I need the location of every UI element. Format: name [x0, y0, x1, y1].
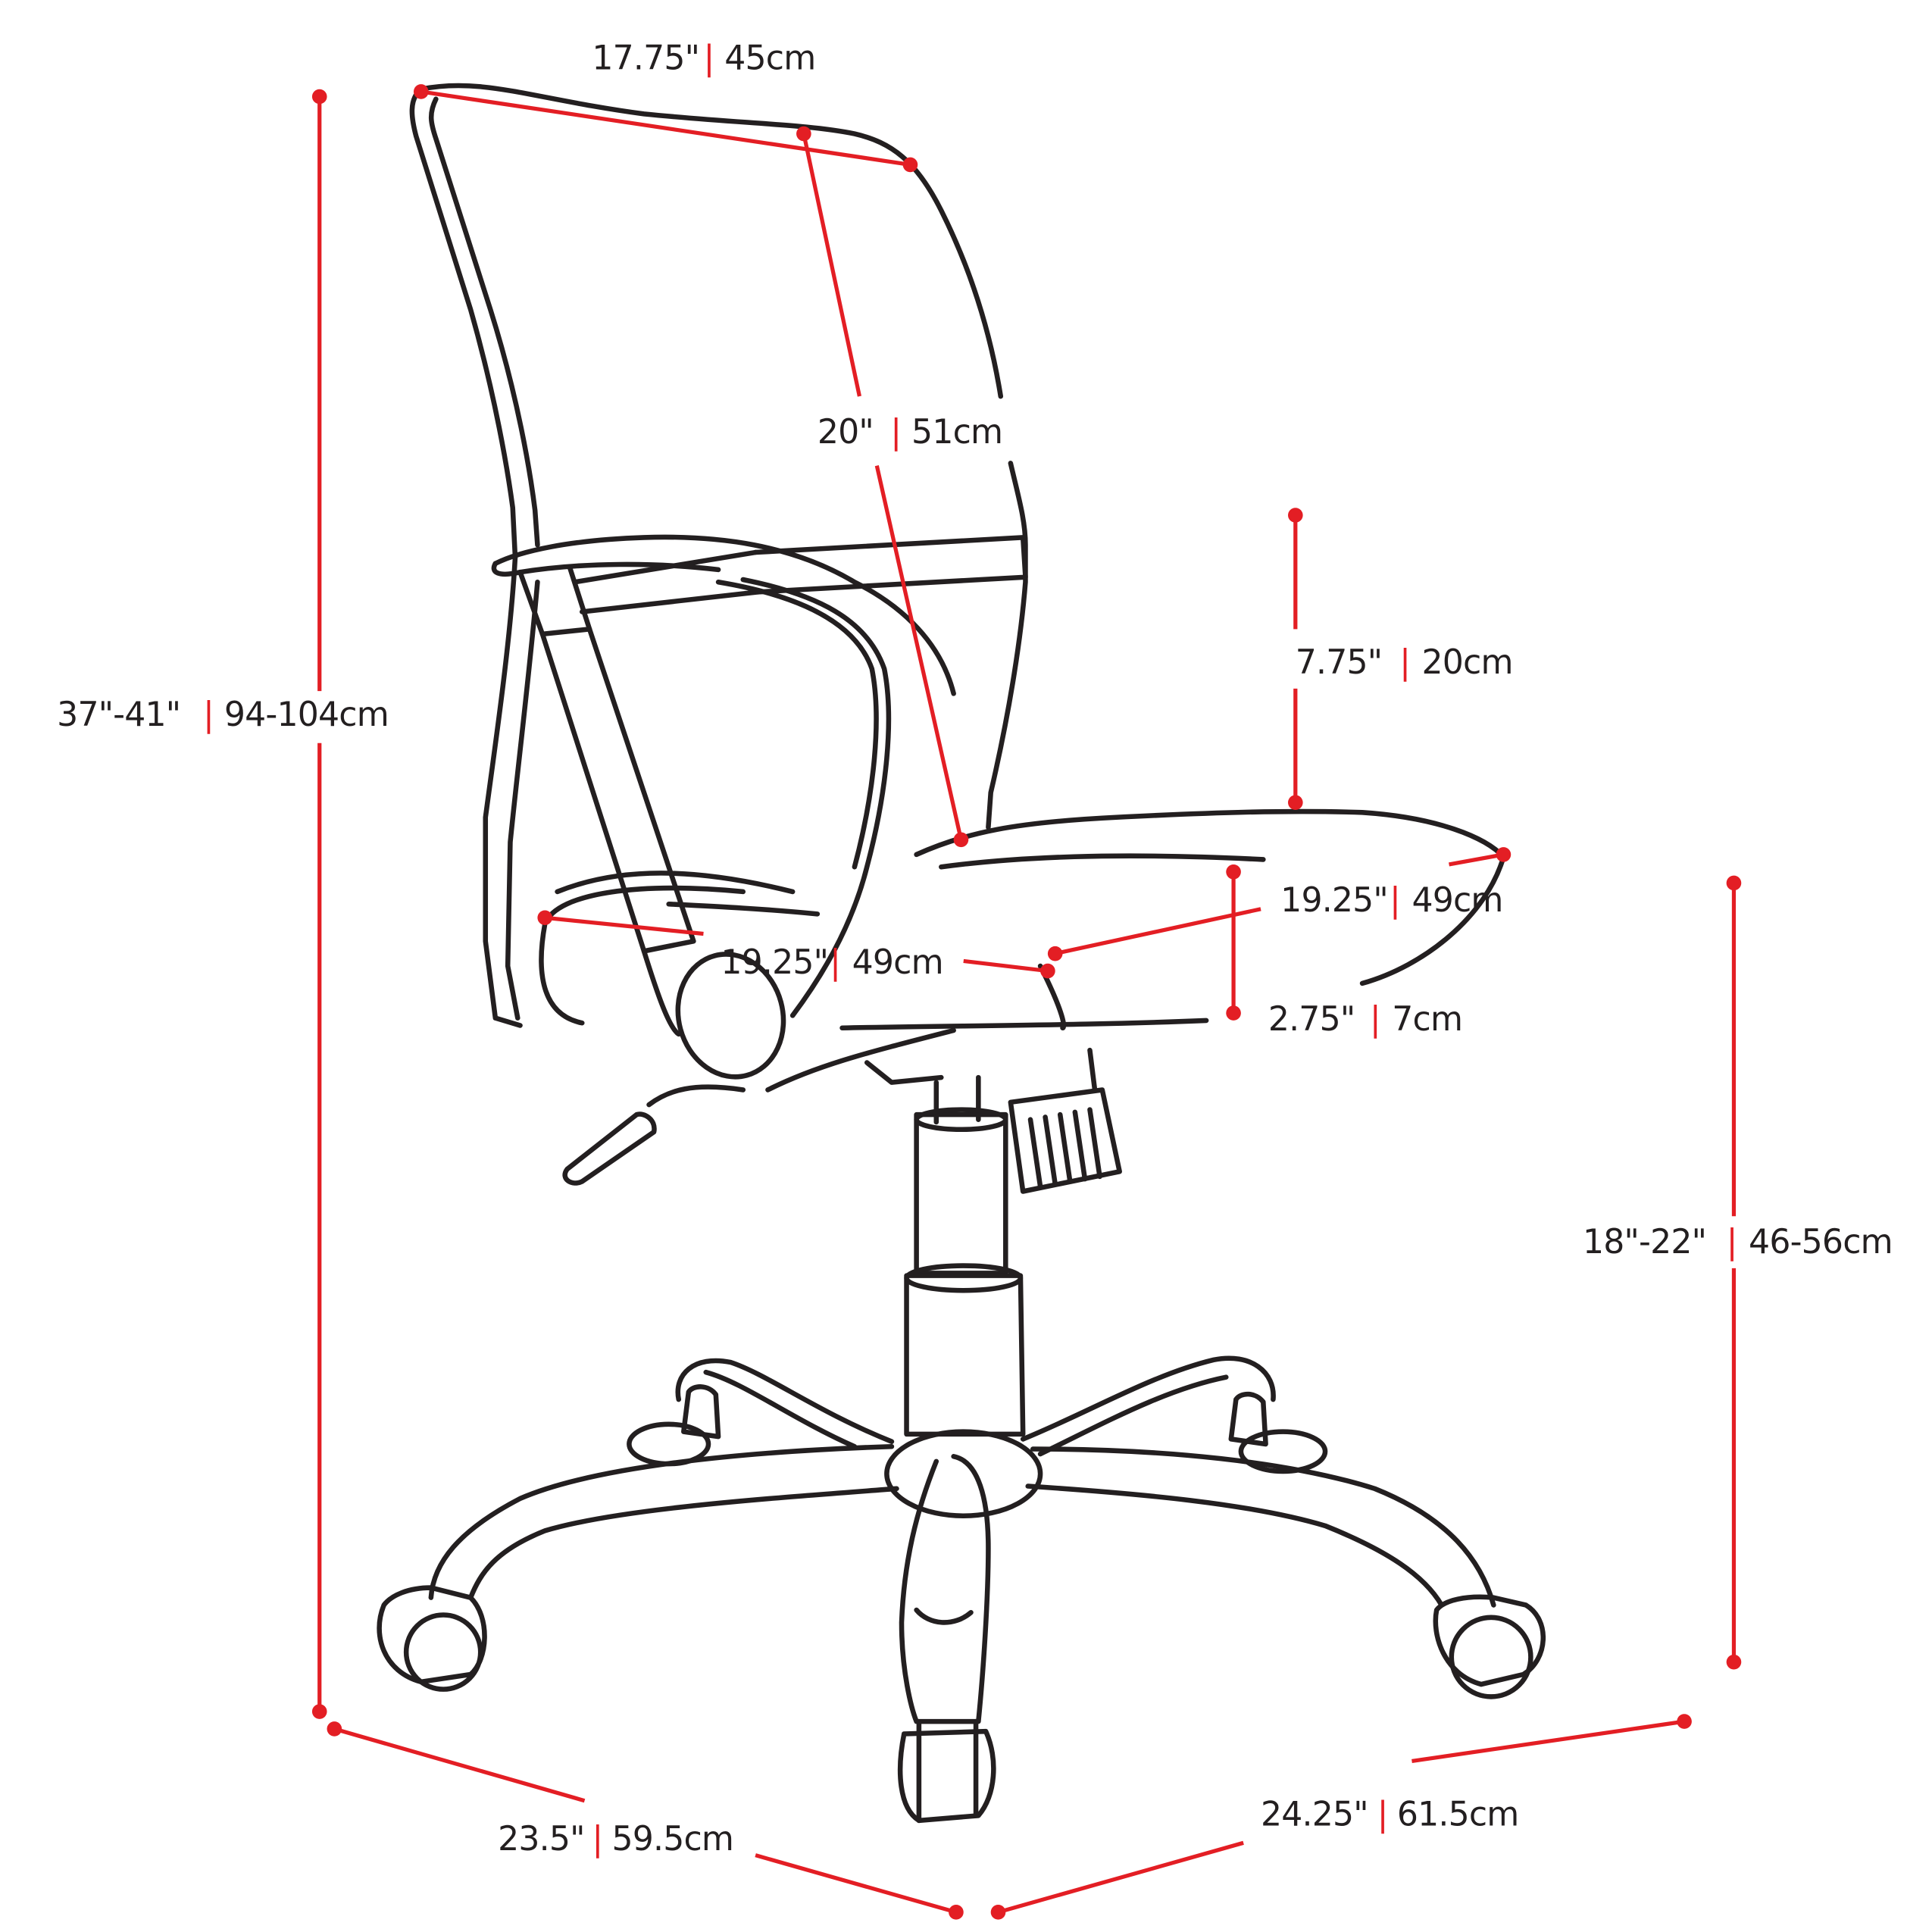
base-leg-front-right: [1030, 1446, 1496, 1608]
svg-text:|: |: [1399, 643, 1411, 682]
svg-text:|: |: [1727, 1223, 1738, 1261]
label-base-width: 24.25" | 61.5cm: [1261, 1795, 1519, 1834]
svg-text:|: |: [592, 1820, 603, 1859]
svg-text:|: |: [1390, 881, 1401, 920]
backrest-frame: [409, 86, 518, 560]
svg-text:46-56cm: 46-56cm: [1749, 1223, 1893, 1261]
svg-text:45cm: 45cm: [724, 39, 815, 78]
base-leg-front-left: [428, 1443, 895, 1600]
svg-text:18"-22": 18"-22": [1583, 1223, 1706, 1261]
svg-text:2.75": 2.75": [1268, 1000, 1355, 1039]
label-seat-width: 19.25" | 49cm: [1280, 881, 1503, 920]
svg-text:|: |: [890, 413, 902, 452]
label-backrest-height: 20" | 51cm: [818, 413, 1003, 452]
tilt-lever: [646, 1084, 746, 1108]
gas-cylinder: [914, 1111, 1008, 1276]
svg-text:49cm: 49cm: [1411, 881, 1502, 920]
label-seat-height: 18"-22" | 46-56cm: [1583, 1223, 1893, 1261]
svg-text:37"-41": 37"-41": [57, 696, 180, 734]
label-arm-height: 7.75" | 20cm: [1296, 643, 1514, 682]
svg-text:19.25": 19.25": [721, 943, 828, 982]
left-arm-knob: [675, 952, 786, 1080]
svg-text:61.5cm: 61.5cm: [1397, 1795, 1519, 1834]
svg-text:59.5cm: 59.5cm: [611, 1820, 733, 1859]
svg-text:49cm: 49cm: [852, 943, 943, 982]
svg-text:|: |: [203, 696, 214, 734]
label-backrest-width: 17.75" | 45cm: [592, 39, 816, 78]
label-seat-depth: 19.25" | 49cm: [721, 943, 943, 982]
svg-text:|: |: [703, 39, 714, 78]
svg-text:|: |: [1370, 1000, 1381, 1039]
svg-text:20cm: 20cm: [1422, 643, 1513, 682]
caster-front-left: [403, 1612, 483, 1692]
svg-text:23.5": 23.5": [498, 1820, 584, 1859]
svg-text:|: |: [830, 943, 841, 982]
label-base-depth: 23.5" | 59.5cm: [498, 1820, 734, 1859]
svg-text:7.75": 7.75": [1296, 643, 1382, 682]
chair-illustration: [377, 83, 1546, 1824]
label-overall-height: 37"-41" | 94-104cm: [57, 696, 389, 734]
svg-text:7cm: 7cm: [1392, 1000, 1462, 1039]
svg-text:51cm: 51cm: [911, 413, 1002, 452]
svg-text:19.25": 19.25": [1280, 881, 1388, 920]
caster-front-right: [1449, 1615, 1533, 1699]
svg-text:17.75": 17.75": [592, 39, 699, 78]
svg-text:94-104cm: 94-104cm: [224, 696, 389, 734]
tension-knob: [1008, 1087, 1122, 1194]
seat: [914, 808, 1506, 860]
base-hub: [884, 1429, 1043, 1519]
base-leg-front: [899, 1454, 991, 1724]
label-seat-thickness: 2.75" | 7cm: [1268, 1000, 1463, 1039]
svg-text:|: |: [1377, 1795, 1389, 1834]
dimension-lines: [311, 84, 1742, 1920]
svg-text:20": 20": [818, 413, 874, 452]
svg-text:24.25": 24.25": [1261, 1795, 1368, 1834]
